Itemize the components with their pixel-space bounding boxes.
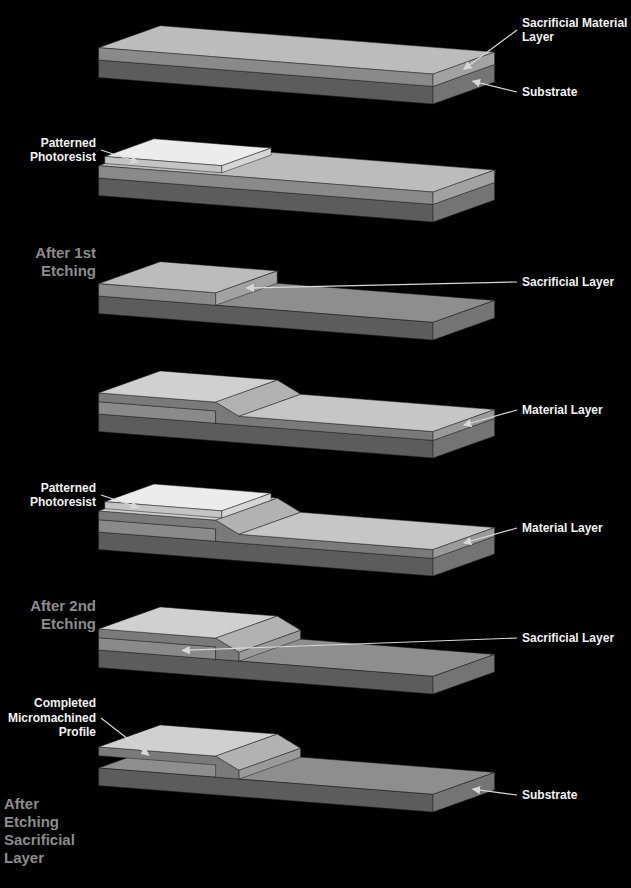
label-holder: After 1st Etching xyxy=(4,244,96,280)
step-title: After 2nd Etching xyxy=(4,597,96,633)
leader-line xyxy=(464,410,517,425)
step-title: After Etching Sacrificial Layer xyxy=(4,795,96,867)
photoresist-block xyxy=(105,139,271,173)
part-label: Substrate xyxy=(522,788,628,802)
sacrificial-layer xyxy=(99,262,278,306)
label-holder: Patterned Photoresist xyxy=(4,481,96,510)
part-label: Patterned Photoresist xyxy=(4,136,96,165)
photoresist-block xyxy=(105,484,271,518)
part-label: Material Layer xyxy=(522,403,628,417)
step-first-etch xyxy=(99,262,495,340)
sacrificial-layer xyxy=(99,26,495,87)
material-layer xyxy=(99,371,495,441)
label-holder: Substrate xyxy=(522,788,628,802)
label-holder: After 2nd Etching xyxy=(4,597,96,633)
leader-line xyxy=(464,528,517,543)
label-holder: Patterned Photoresist xyxy=(4,136,96,165)
micromachined-profile xyxy=(99,725,301,779)
label-holder: Material Layer xyxy=(522,521,628,535)
leader-line xyxy=(464,30,517,69)
leader-line xyxy=(246,282,517,288)
part-label: Completed Micromachined Profile xyxy=(4,696,96,739)
label-holder: Sacrificial Layer xyxy=(522,275,628,289)
label-holder: Substrate xyxy=(522,85,628,99)
leader-line xyxy=(473,789,517,795)
leader-line xyxy=(473,81,517,92)
material-layer xyxy=(99,607,301,661)
step-photoresist xyxy=(99,139,495,222)
leader-line xyxy=(182,638,517,650)
step-title: After 1st Etching xyxy=(4,244,96,280)
part-label: Sacrificial Material Layer xyxy=(522,16,628,45)
part-label: Substrate xyxy=(522,85,628,99)
part-label: Sacrificial Layer xyxy=(522,275,628,289)
part-label: Material Layer xyxy=(522,521,628,535)
leader-line xyxy=(101,150,138,162)
label-holder: Material Layer xyxy=(522,403,628,417)
part-label: Sacrificial Layer xyxy=(522,631,628,645)
step-release xyxy=(99,725,495,812)
label-holder: Sacrificial Material Layer xyxy=(522,16,628,45)
step-deposit-sacrificial xyxy=(99,26,495,104)
part-label: Patterned Photoresist xyxy=(4,481,96,510)
label-holder: Sacrificial Layer xyxy=(522,631,628,645)
leader-line xyxy=(101,718,149,755)
step-material-layer xyxy=(99,371,495,458)
label-holder: After Etching Sacrificial Layer xyxy=(4,795,96,867)
label-holder: Completed Micromachined Profile xyxy=(4,696,96,739)
step-second-photoresist xyxy=(99,484,495,576)
step-second-etch xyxy=(99,607,495,694)
leader-line xyxy=(101,495,138,507)
